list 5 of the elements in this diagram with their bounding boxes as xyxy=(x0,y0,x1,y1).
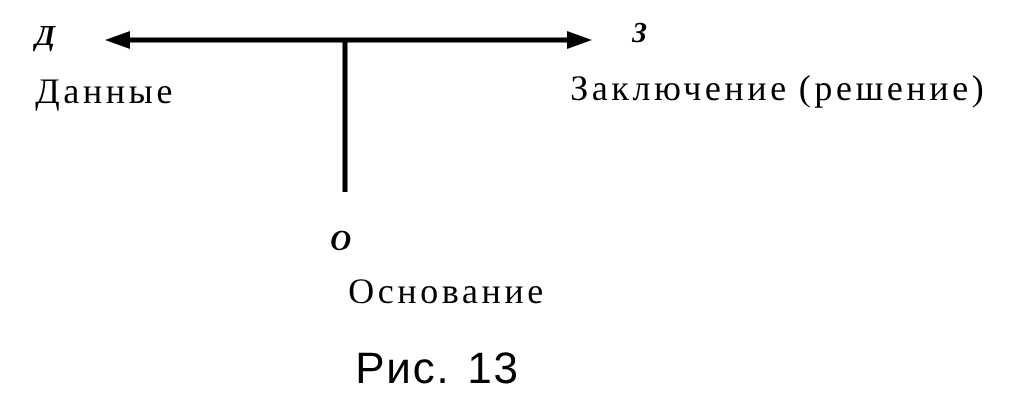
double-arrow xyxy=(105,31,592,49)
term-label: З Заключение (решение) xyxy=(571,22,983,108)
figure-caption: Рис. 13 xyxy=(358,352,517,384)
term-label: О Основание xyxy=(331,230,542,304)
term-label: Д Данные xyxy=(33,26,172,111)
